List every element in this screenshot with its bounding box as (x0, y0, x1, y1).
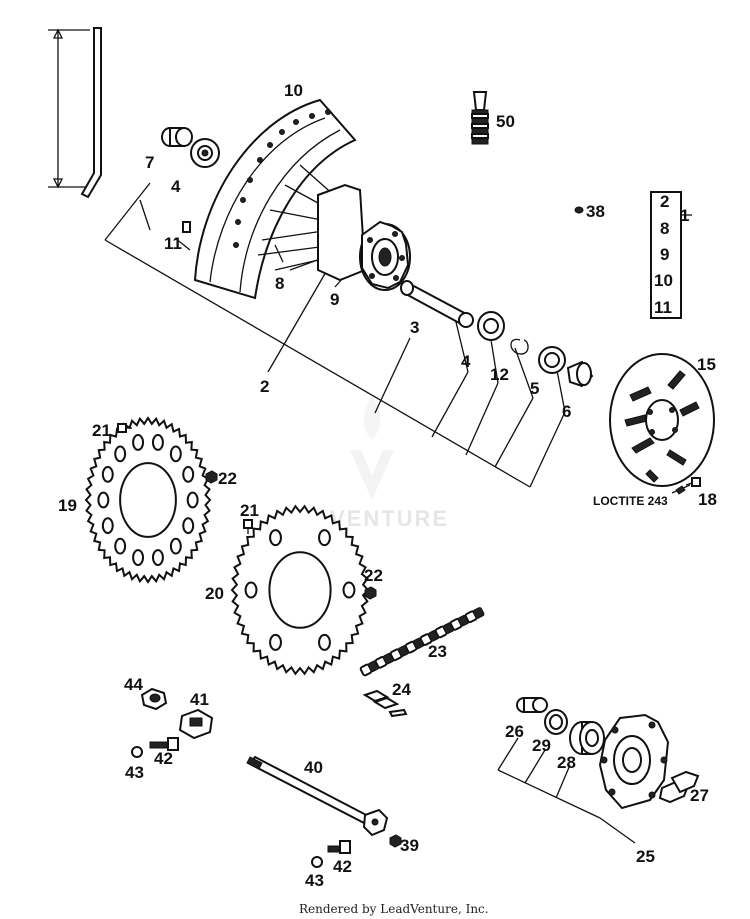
nut-39 (389, 834, 402, 848)
bearing-28 (569, 721, 605, 755)
axle-40 (246, 755, 389, 837)
chain-23 (359, 607, 485, 677)
label-6: 6 (562, 402, 571, 421)
label-11: 11 (164, 234, 182, 253)
label-42-b: 42 (333, 857, 352, 876)
label-43-a: 43 (125, 763, 144, 782)
label-40: 40 (304, 758, 323, 777)
bolt-42-a (149, 737, 179, 751)
chain-link (472, 607, 485, 619)
label-39: 39 (400, 836, 419, 855)
bearing-4-left (190, 138, 220, 168)
label-5: 5 (530, 379, 539, 398)
nut-38 (574, 206, 584, 214)
loctite-note: LOCTITE 243 (593, 494, 668, 508)
label-10: 10 (284, 81, 303, 100)
label-2-box: 2 (660, 192, 669, 211)
washer-43-b (311, 856, 323, 868)
nipple-11 (182, 221, 191, 233)
rim-spoke-holes (233, 109, 331, 248)
label-1: 1 (680, 206, 689, 225)
sprocket-carrier-25 (598, 713, 670, 810)
watermark-text: VENTURE (330, 506, 449, 531)
label-4-right: 4 (461, 352, 471, 371)
label-24: 24 (392, 680, 411, 699)
label-3: 3 (410, 318, 419, 337)
label-7: 7 (145, 153, 154, 172)
label-23: 23 (428, 642, 447, 661)
leader-lines (104, 182, 691, 844)
chain-adjuster-41 (178, 708, 214, 740)
nut-22-a (205, 470, 218, 484)
spacer-7 (161, 127, 193, 147)
watermark-logo (350, 395, 394, 500)
screw-18 (675, 477, 701, 495)
label-21-a: 21 (92, 421, 111, 440)
spacer-6 (566, 360, 594, 388)
label-22-b: 22 (364, 566, 383, 585)
spoke-gauge (48, 27, 102, 199)
label-11-box: 11 (654, 298, 672, 317)
label-9-box: 9 (660, 245, 669, 264)
master-link-24 (362, 689, 408, 718)
label-9: 9 (330, 290, 339, 309)
label-21-b: 21 (240, 501, 259, 520)
label-18: 18 (698, 490, 717, 509)
sprocket-19 (84, 416, 212, 584)
spacer-26 (516, 697, 548, 713)
label-43-b: 43 (305, 871, 324, 890)
brake-disc (609, 353, 715, 487)
damper-27 (658, 770, 700, 804)
washer-43-a (131, 746, 143, 758)
label-28: 28 (557, 753, 576, 772)
label-27: 27 (690, 786, 709, 805)
label-25: 25 (636, 847, 655, 866)
bearing-4-right (477, 311, 505, 341)
footer-credit: Rendered by LeadVenture, Inc. (299, 902, 489, 916)
label-50: 50 (496, 112, 515, 131)
label-22-a: 22 (218, 469, 237, 488)
label-19: 19 (58, 496, 77, 515)
label-8-box: 8 (660, 219, 669, 238)
label-15: 15 (697, 355, 716, 374)
nut-44 (140, 687, 168, 711)
circlip-12 (510, 338, 529, 355)
label-8: 8 (275, 274, 284, 293)
label-44: 44 (124, 675, 143, 694)
label-10-box: 10 (654, 271, 673, 290)
hub (317, 183, 411, 291)
rim (193, 98, 357, 300)
label-41: 41 (190, 690, 209, 709)
group-box-1 (650, 191, 692, 319)
sprocket-20 (230, 504, 370, 676)
label-12: 12 (490, 365, 509, 384)
ring-29 (544, 709, 568, 735)
label-4-left: 4 (171, 177, 181, 196)
callout-labels: 1 2 8 9 10 11 10 50 7 4 11 8 9 38 3 2 4 … (58, 81, 717, 890)
screw-21-a (117, 423, 132, 433)
label-20: 20 (205, 584, 224, 603)
label-29: 29 (532, 736, 551, 755)
label-2: 2 (260, 377, 269, 396)
seal-5 (538, 346, 566, 374)
label-38: 38 (586, 202, 605, 221)
nut-22-b (364, 586, 377, 600)
bolt-42-b (327, 840, 351, 854)
valve-50 (471, 91, 489, 145)
label-26: 26 (505, 722, 524, 741)
spacer-tube-3 (400, 280, 474, 328)
screw-21-b (243, 519, 253, 534)
label-42-a: 42 (154, 749, 173, 768)
